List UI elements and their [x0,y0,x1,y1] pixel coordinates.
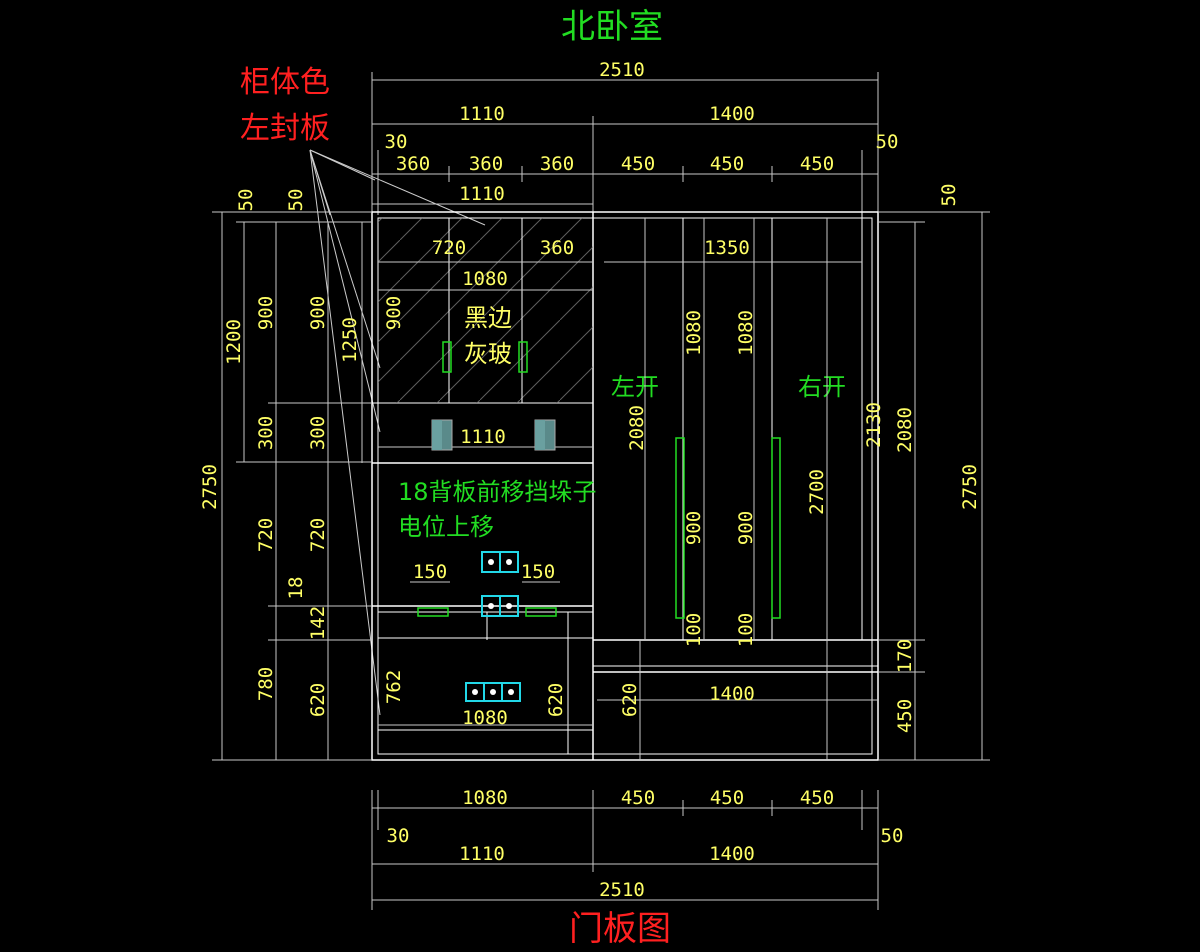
dim-col-360-c: 360 [540,153,574,175]
power-note: 电位上移 [398,513,494,541]
dim-bottom-1400: 1400 [709,843,755,865]
dim-v1200: 1200 [223,319,245,365]
dim-col-360-a: 360 [396,153,430,175]
dim-v450: 450 [894,699,916,733]
dim-v170: 170 [894,639,916,673]
dim-v900-b: 900 [307,296,329,330]
dim-v100-b: 100 [735,613,757,647]
cabinet-color-note: 柜体色 [240,65,330,100]
dim-v142: 142 [307,606,329,640]
dim-bottom-450-a: 450 [621,787,655,809]
dim-bottom-gap-right: 50 [881,825,904,847]
dim-v620-c: 620 [619,683,641,717]
socket-dots [472,559,514,695]
dim-v900-door-b: 900 [735,511,757,545]
dim-col-450-c: 450 [800,153,834,175]
dim-v762: 762 [383,670,405,704]
dim-col-450-b: 450 [710,153,744,175]
dim-v720-b: 720 [307,518,329,552]
dim-v620-a: 620 [307,683,329,717]
dim-bottom-450-b: 450 [710,787,744,809]
dim-h1080-low: 1080 [462,707,508,729]
dim-v1250: 1250 [339,317,361,363]
dim-v900-a: 900 [255,296,277,330]
dim-h360: 360 [540,237,574,259]
dim-bottom-2510: 2510 [599,879,645,901]
top-dimension-lines [371,72,879,215]
dim-mid-1110: 1110 [460,426,506,448]
dim-v900-door-a: 900 [683,511,705,545]
dim-v1080-a: 1080 [683,310,705,356]
glass-handle-left [442,341,452,373]
dim-h1350: 1350 [704,237,750,259]
dim-socket-150-a: 150 [413,561,447,583]
leader-lines [309,149,486,716]
shelf-lights [431,419,556,451]
left-seal-note: 左封板 [240,111,330,146]
dim-v900-glass: 900 [383,296,405,330]
dim-h1400-drawer: 1400 [709,683,755,705]
dim-left-width-top: 1110 [459,103,505,125]
dim-top-gap-left: 50 [235,189,257,212]
grey-glass-note: 灰玻 [464,340,512,368]
door-dimension-lines [639,218,828,760]
dim-v1080-b: 1080 [735,310,757,356]
right-dimension-lines [878,211,990,761]
dim-v2080-right: 2080 [894,407,916,453]
bottom-title: 门板图 [569,909,671,949]
dim-left-gap: 30 [385,131,408,153]
black-edge-note: 黑边 [464,304,512,332]
bottom-dimension-lines [371,790,879,910]
dim-bottom-gap-left: 30 [387,825,410,847]
dim-bottom-450-c: 450 [800,787,834,809]
dim-top-gap-left2: 50 [285,189,307,212]
dim-v300-b: 300 [307,416,329,450]
dim-v300-a: 300 [255,416,277,450]
dim-v2700: 2700 [806,469,828,515]
glass-panel [378,218,593,403]
dim-col-450-a: 450 [621,153,655,175]
middle-handles [417,607,557,617]
door-handles [675,437,781,619]
left-dimension-lines [212,211,372,761]
dim-h720: 720 [432,237,466,259]
dim-v720-a: 720 [255,518,277,552]
glass-handle-right [518,341,528,373]
dim-socket-150-b: 150 [521,561,555,583]
dim-h1080-glass: 1080 [462,268,508,290]
dim-v620-b: 620 [545,683,567,717]
dim-right-gap: 50 [876,131,899,153]
dim-v2750-left: 2750 [199,464,221,510]
dim-bottom-1080: 1080 [462,787,508,809]
dim-bottom-1110: 1110 [459,843,505,865]
dim-right-width-top: 1400 [709,103,755,125]
right-open-note: 右开 [798,373,846,401]
left-open-note: 左开 [611,373,659,401]
dim-v100-a: 100 [683,613,705,647]
dim-v780: 780 [255,667,277,701]
dim-v2750-right: 2750 [959,464,981,510]
dim-col-360-b: 360 [469,153,503,175]
dim-v2130: 2130 [863,402,885,448]
inner-dimension-lines [378,261,878,726]
dim-v2080-left: 2080 [626,405,648,451]
dim-v18: 18 [285,577,307,600]
dim-top-gap-right: 50 [938,184,960,207]
drawing-title: 北卧室 [561,7,663,47]
backboard-note: 18背板前移挡垛子 [398,478,597,506]
dim-inner-1110-top: 1110 [459,183,505,205]
sockets [465,551,521,702]
dim-total-width-top: 2510 [599,59,645,81]
